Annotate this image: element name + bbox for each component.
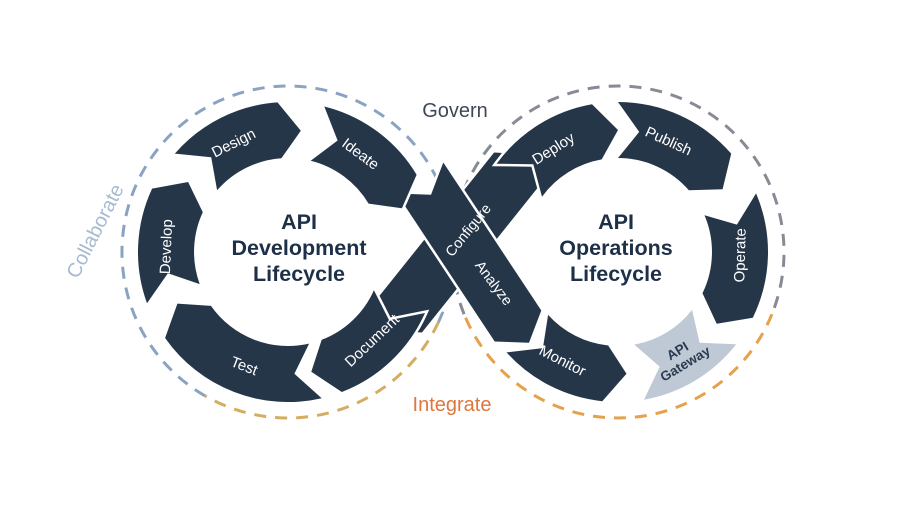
left-title-line1: API (281, 210, 317, 234)
segment-ideate (305, 102, 420, 212)
left-hub-circle (192, 156, 384, 348)
dashed-arc (462, 313, 774, 420)
right-title-line1: API (598, 210, 634, 234)
segment-label: Operate (731, 228, 749, 283)
dashed-arc (450, 84, 786, 315)
segment-operate (699, 187, 771, 327)
inner-hub-circles (192, 156, 714, 348)
right-title-line2: Operations (559, 236, 673, 260)
left-title-line2: Development (231, 236, 366, 260)
segment-document (308, 284, 430, 395)
zone-label-integrate: Integrate (413, 394, 492, 416)
right-title-line3: Lifecycle (570, 262, 662, 286)
segment-label: Develop (157, 219, 176, 275)
left-title-line3: Lifecycle (253, 262, 345, 286)
dashed-arc (204, 321, 440, 420)
ribbon-analyze (391, 157, 545, 346)
segment-deploy (491, 101, 622, 203)
segment-test (162, 300, 327, 405)
ring-segments (135, 99, 771, 405)
zone-label-collaborate: Collaborate (63, 181, 129, 282)
dashed-arc (120, 84, 456, 398)
segment-develop (135, 179, 206, 309)
dashed-outer-circles (120, 84, 786, 420)
left-cycle-title: API Development Lifecycle (231, 210, 366, 286)
segment-publish (612, 99, 734, 193)
segment-api-gateway (628, 304, 742, 404)
segment-monitor (501, 309, 630, 404)
right-hub-circle (522, 156, 714, 348)
zone-label-govern: Govern (422, 100, 488, 122)
right-cycle-title: API Operations Lifecycle (559, 210, 673, 286)
segment-design (169, 99, 304, 196)
